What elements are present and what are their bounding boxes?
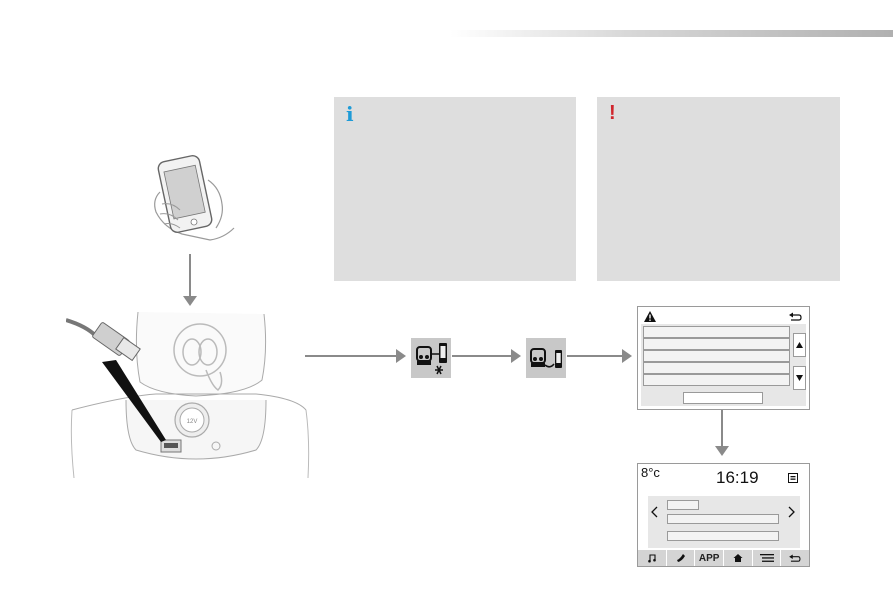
chevron-right-icon[interactable] bbox=[787, 506, 795, 518]
media-info-field bbox=[667, 531, 779, 541]
exclamation-icon: ! bbox=[609, 102, 616, 124]
warning-triangle-icon bbox=[644, 311, 656, 322]
arrow-head-icon bbox=[396, 349, 406, 363]
smartphone-in-hand-illustration bbox=[154, 155, 235, 241]
calendar-icon[interactable] bbox=[788, 473, 798, 483]
alert-content-panel bbox=[641, 324, 806, 406]
media-source-field bbox=[667, 500, 699, 510]
scroll-up-button[interactable] bbox=[793, 333, 806, 357]
nav-home-button[interactable] bbox=[723, 550, 752, 566]
return-arrow-icon[interactable] bbox=[789, 312, 802, 322]
chevron-left-icon[interactable] bbox=[651, 506, 659, 518]
alert-list-row[interactable] bbox=[643, 338, 790, 350]
clock-display: 16:19 bbox=[716, 468, 759, 487]
triangle-up-icon bbox=[796, 342, 803, 348]
alert-confirm-button[interactable] bbox=[683, 392, 763, 404]
connection-step2-icon bbox=[526, 338, 566, 378]
nav-back-button[interactable] bbox=[780, 550, 809, 566]
info-icon: i bbox=[346, 102, 354, 126]
alert-screen bbox=[637, 306, 810, 410]
arrow-head-icon bbox=[715, 446, 729, 456]
arrow-to-alert-screen bbox=[567, 355, 623, 357]
nav-app-label: APP bbox=[698, 552, 720, 564]
alert-list-row[interactable] bbox=[643, 374, 790, 386]
alert-list-row[interactable] bbox=[643, 350, 790, 362]
nav-music-button[interactable] bbox=[638, 550, 666, 566]
connection-step1-icon bbox=[411, 338, 451, 378]
home-icon bbox=[733, 554, 743, 562]
triangle-down-icon bbox=[796, 375, 803, 381]
socket-label: 12V bbox=[187, 419, 198, 425]
info-note-box: i bbox=[334, 97, 576, 281]
temperature-display: 8°c bbox=[641, 465, 660, 480]
warning-note-box: ! bbox=[597, 97, 840, 281]
header-gradient-bar bbox=[450, 30, 893, 37]
arrow-to-step2 bbox=[452, 355, 512, 357]
phone-icon bbox=[676, 554, 685, 562]
alert-list-row[interactable] bbox=[643, 362, 790, 374]
nav-menu-button[interactable] bbox=[751, 550, 781, 566]
music-note-icon bbox=[648, 554, 656, 563]
arrow-head-icon bbox=[622, 349, 632, 363]
alert-list-row[interactable] bbox=[643, 326, 790, 338]
arrow-to-home-screen bbox=[721, 410, 723, 448]
arrow-head-icon bbox=[183, 296, 197, 306]
nav-app-button[interactable]: APP bbox=[694, 550, 723, 566]
nav-phone-button[interactable] bbox=[665, 550, 695, 566]
scroll-down-button[interactable] bbox=[793, 366, 806, 390]
bottom-nav-bar: APP bbox=[638, 550, 809, 566]
media-widget-panel bbox=[648, 496, 800, 548]
home-screen: 8°c 16:19 APP bbox=[637, 463, 810, 567]
return-arrow-icon bbox=[789, 553, 801, 562]
arrow-head-icon bbox=[511, 349, 521, 363]
arrow-down-phone bbox=[189, 254, 191, 298]
arrow-to-step1 bbox=[305, 355, 397, 357]
menu-lines-icon bbox=[759, 554, 774, 562]
usb-console-illustration: 12V bbox=[66, 311, 310, 478]
media-title-field bbox=[667, 514, 779, 524]
